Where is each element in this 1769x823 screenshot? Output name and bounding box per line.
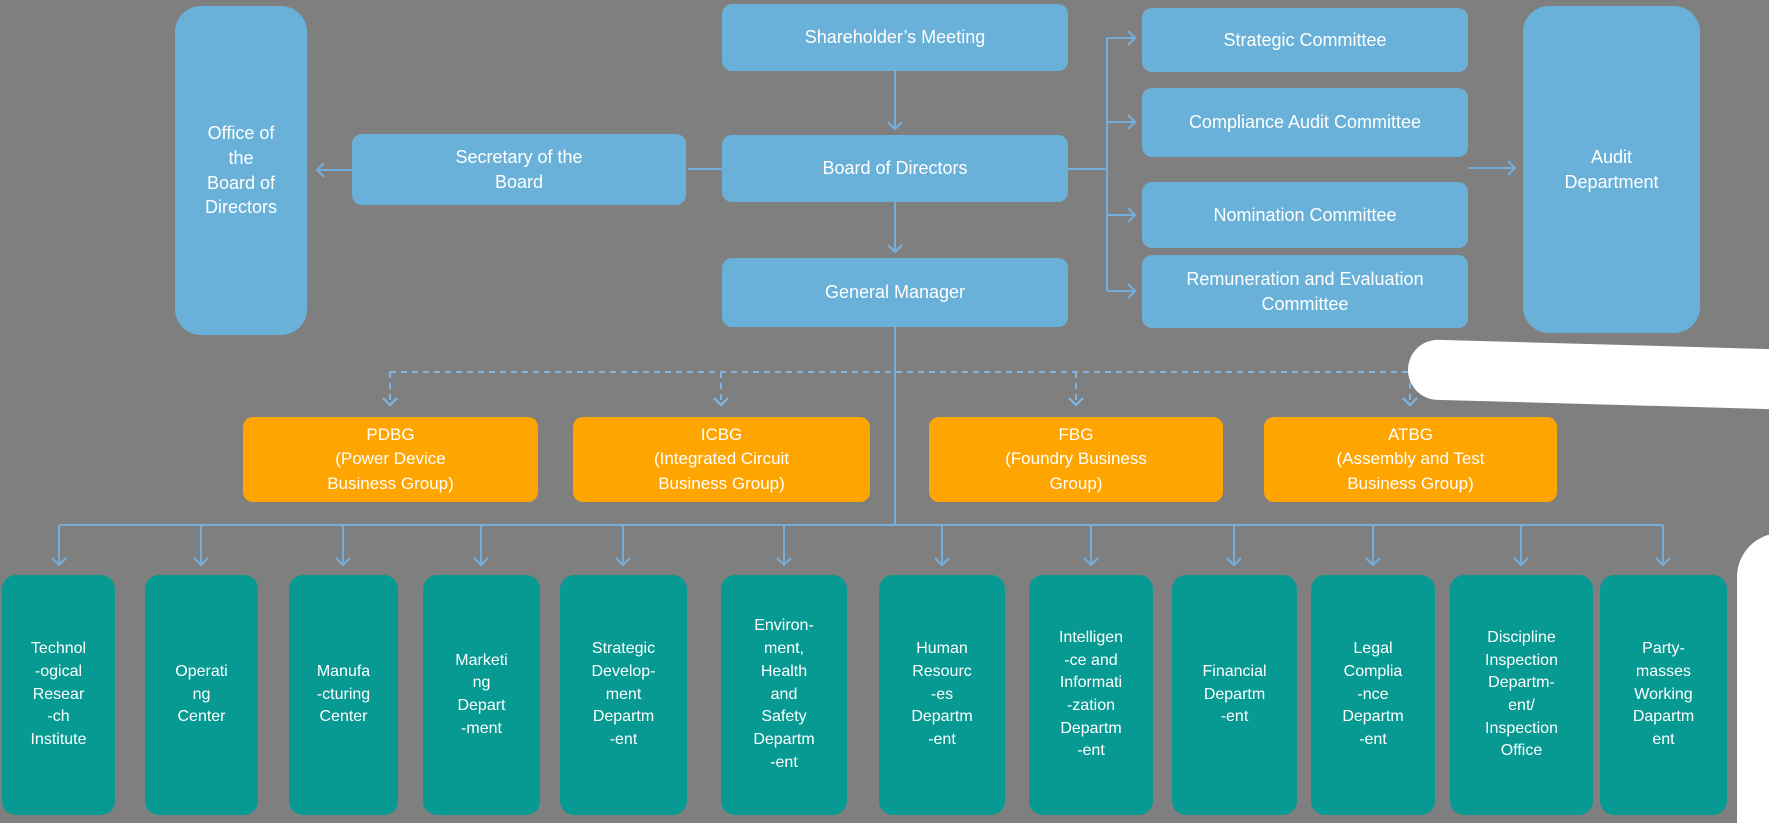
node-legal-compliance-department: Legal Complia -nce Departm -ent (1311, 575, 1435, 815)
node-fbg: FBG (Foundry Business Group) (929, 417, 1223, 502)
node-marketing-department: Marketi ng Depart -ment (423, 575, 540, 815)
node-strategic-committee: Strategic Committee (1142, 8, 1468, 72)
node-operating-center: Operati ng Center (145, 575, 258, 815)
node-shareholders-meeting: Shareholder’s Meeting (722, 4, 1068, 71)
node-compliance-audit-committee: Compliance Audit Committee (1142, 88, 1468, 157)
node-nomination-committee: Nomination Committee (1142, 182, 1468, 248)
node-remuneration-evaluation-committee: Remuneration and Evaluation Committee (1142, 255, 1468, 328)
node-human-resources-department: Human Resourc -es Departm -ent (879, 575, 1005, 815)
node-financial-department: Financial Departm -ent (1172, 575, 1297, 815)
node-strategic-development-department: Strategic Develop- ment Departm -ent (560, 575, 687, 815)
node-board-of-directors: Board of Directors (722, 135, 1068, 202)
node-ehs-department: Environ- ment, Health and Safety Departm… (721, 575, 847, 815)
node-audit-department: Audit Department (1523, 6, 1700, 333)
node-intelligence-informatization-department: Intelligen -ce and Informati -zation Dep… (1029, 575, 1153, 815)
whiteout-corner (1737, 533, 1769, 823)
whiteout-blob (1407, 339, 1769, 411)
node-icbg: ICBG (Integrated Circuit Business Group) (573, 417, 870, 502)
node-discipline-inspection-department: Discipline Inspection Departm- ent/ Insp… (1450, 575, 1593, 815)
node-office-of-the-board: Office of the Board of Directors (175, 6, 307, 335)
node-manufacturing-center: Manufa -cturing Center (289, 575, 398, 815)
node-atbg: ATBG (Assembly and Test Business Group) (1264, 417, 1557, 502)
node-party-masses-working-department: Party- masses Working Dapartm ent (1600, 575, 1727, 815)
node-secretary-of-the-board: Secretary of the Board (352, 134, 686, 205)
node-general-manager: General Manager (722, 258, 1068, 327)
node-technological-research-institute: Technol -ogical Resear -ch Institute (2, 575, 115, 815)
node-pdbg: PDBG (Power Device Business Group) (243, 417, 538, 502)
